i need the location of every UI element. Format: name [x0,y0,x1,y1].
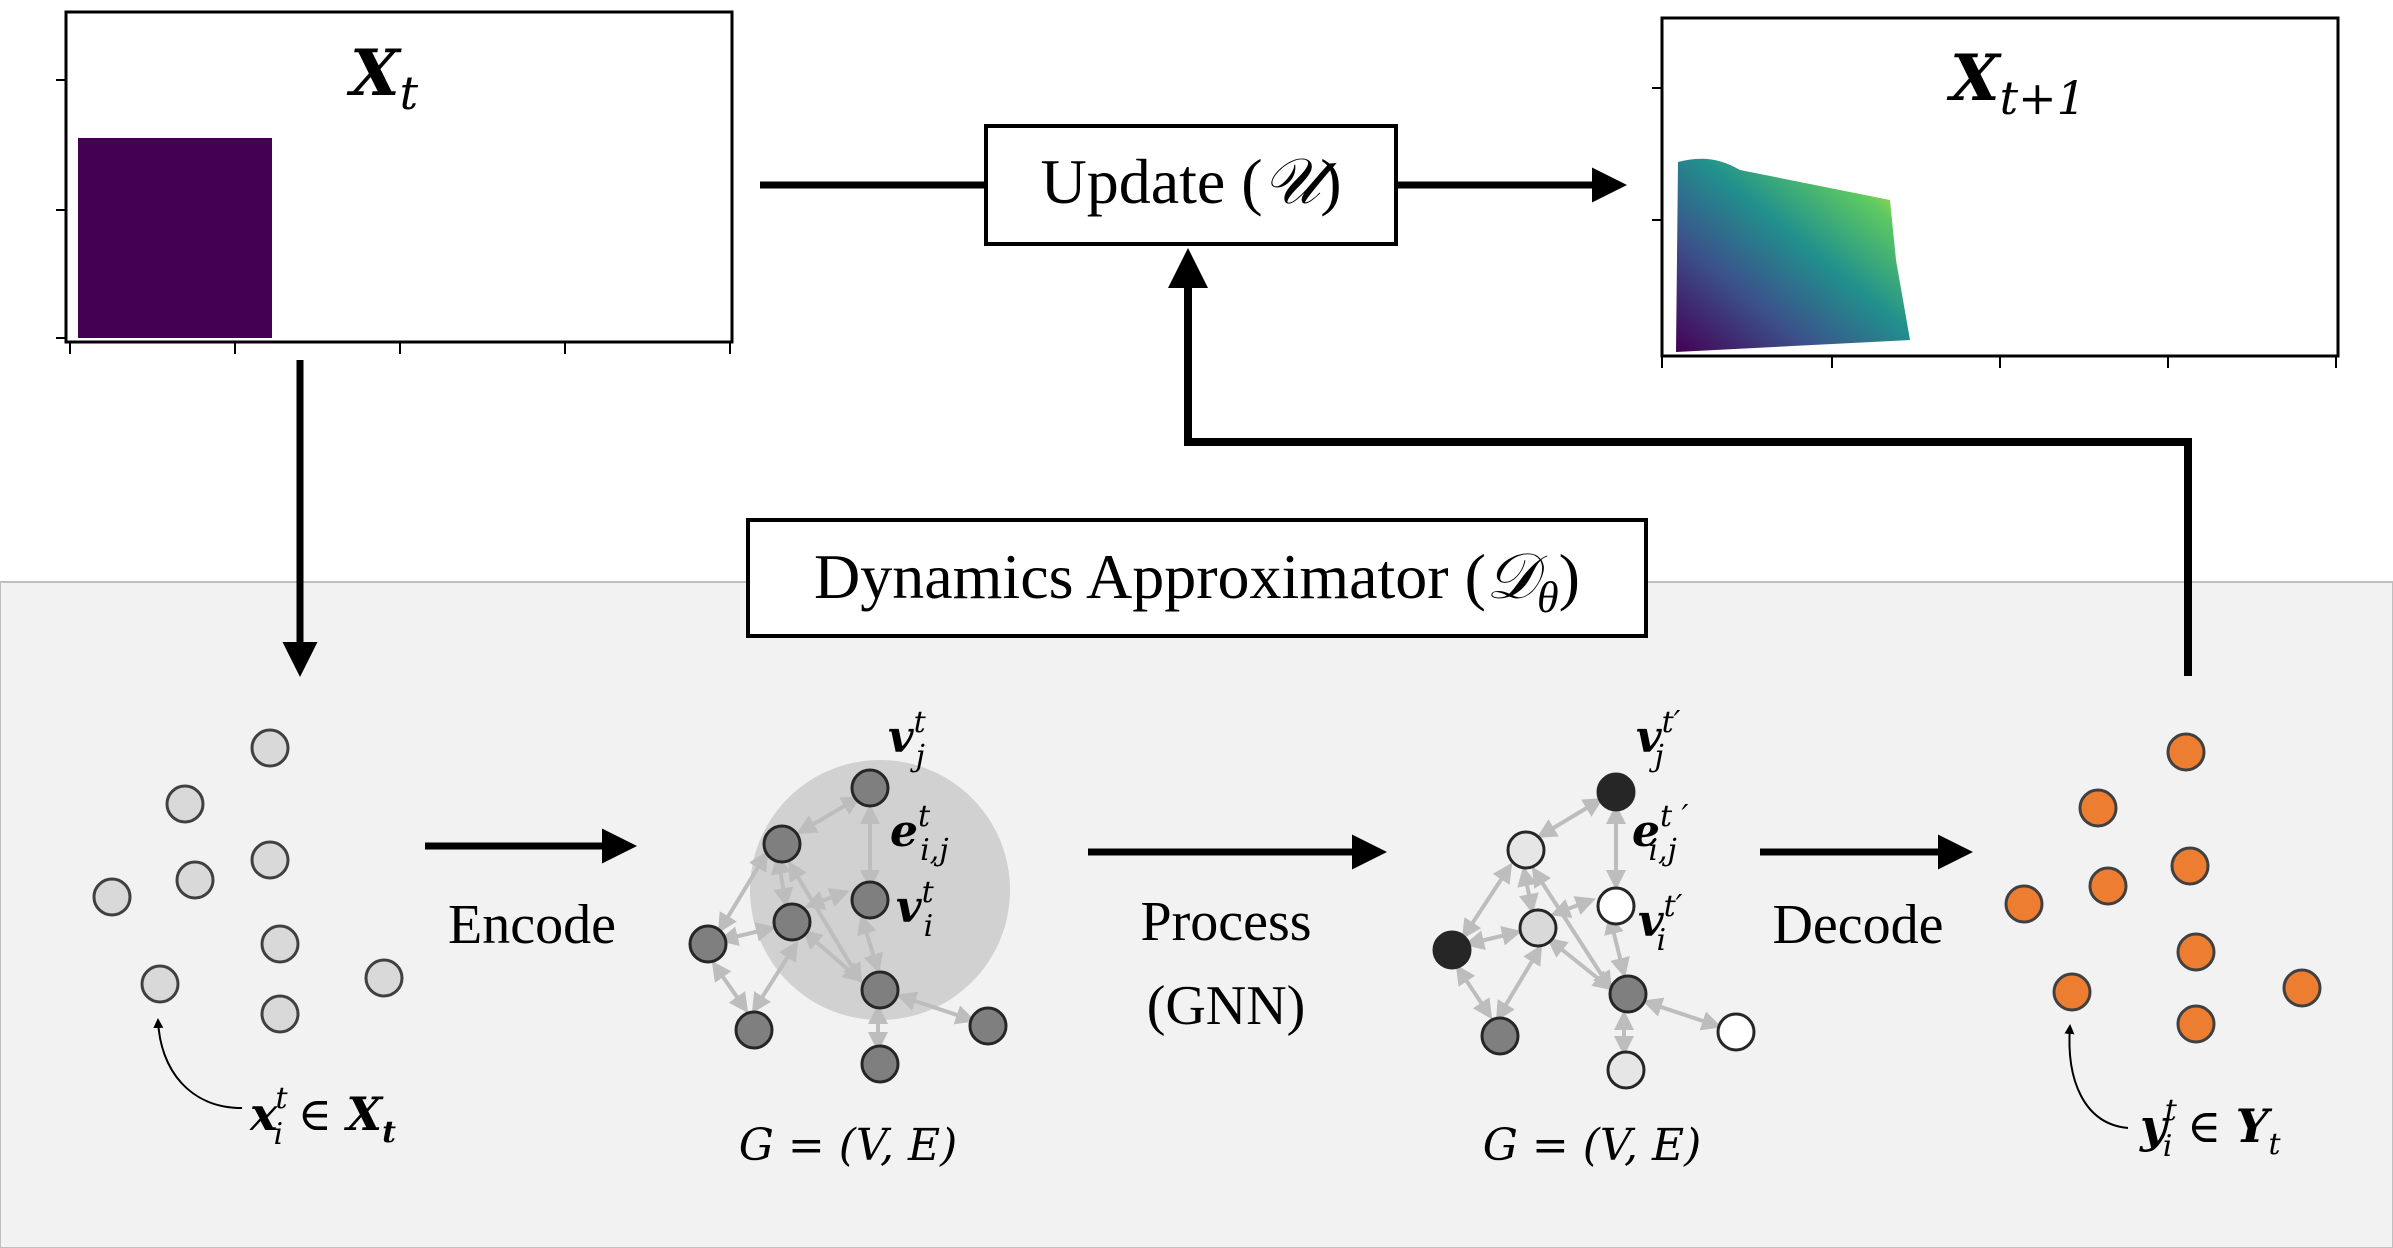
pointer-x [153,1018,243,1109]
node [860,970,900,1010]
particle [140,964,180,1004]
node-vi [850,880,890,920]
label-graph: G = (V, E) [739,1120,958,1171]
particle [2088,866,2128,906]
particle [260,994,300,1034]
node-vj-updated [1596,772,1636,812]
node [1716,1012,1756,1052]
node [734,1010,774,1050]
particle-block [78,138,272,338]
processed-graph: vt′j et ′i,j vt′i G = (V, E) [1432,705,1756,1171]
svg-text:Dynamics Approximator (𝒟θ): Dynamics Approximator (𝒟θ) [814,541,1580,622]
particle [165,784,205,824]
arrow-feedback [1168,248,2192,676]
label-decode: Decode [1772,894,1943,956]
particle [250,840,290,880]
node [1432,930,1472,970]
node [968,1006,1008,1046]
plot-title: Xt [346,36,419,120]
label-graph: G = (V, E) [1483,1120,1702,1171]
svg-text:Update (𝒰): Update (𝒰) [1040,146,1341,217]
particle [2166,732,2206,772]
node [1608,974,1648,1014]
node [688,924,728,964]
particle [2004,884,2044,924]
particle [364,958,404,998]
node [1606,1050,1646,1090]
node-vi-updated [1596,886,1636,926]
particle [92,877,132,917]
input-particles [92,728,404,1034]
approximator-title-box: Dynamics Approximator (𝒟θ) [746,518,1648,638]
node [860,1044,900,1084]
pointer-y [2064,1024,2129,1129]
particle [175,860,215,900]
node-vj [850,768,890,808]
particle [250,728,290,768]
node [1480,1016,1520,1056]
label-vi-updated: vt′i [1638,889,1683,958]
particle [2052,972,2092,1012]
particle [2170,846,2210,886]
particle [2176,932,2216,972]
node [762,824,802,864]
plot-before: Xt [56,10,734,354]
update-box: Update (𝒰) [984,124,1398,246]
particle [2078,788,2118,828]
label-eij-updated: et ′i,j [1632,799,1689,868]
particle [2176,1004,2216,1044]
label-gnn: (GNN) [1147,975,1306,1037]
node [1518,908,1558,948]
node [1506,830,1546,870]
plot-title: Xt+1 [1946,41,2086,125]
dynamics-approximator-panel [0,581,2393,1248]
node [772,902,812,942]
particle [2282,968,2322,1008]
particle-block-deformed [1676,158,1910,352]
plot-after: Xt+1 [1652,16,2340,368]
label-vj-updated: vt′j [1636,705,1681,774]
output-particles [2004,732,2322,1044]
label-encode: Encode [448,894,616,956]
particle [260,924,300,964]
label-process: Process [1140,891,1311,953]
